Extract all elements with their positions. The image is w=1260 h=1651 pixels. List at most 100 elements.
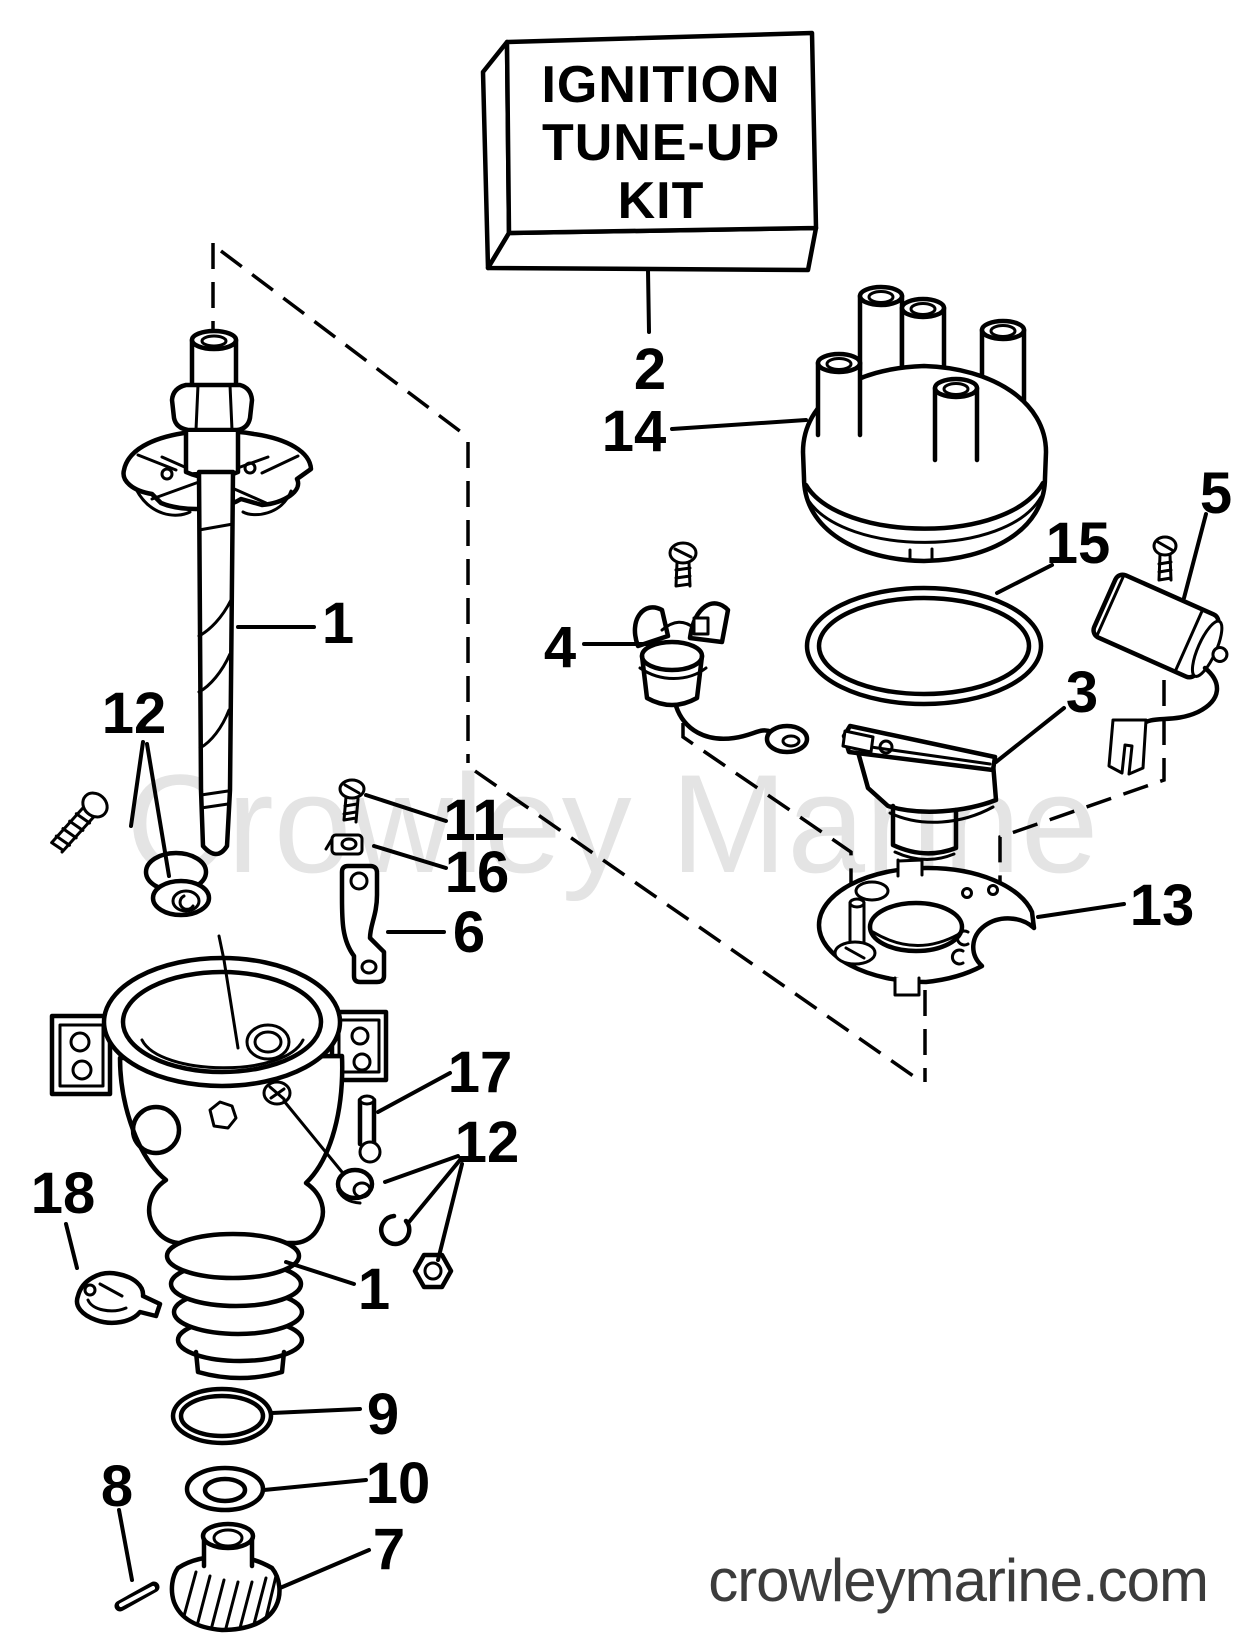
leader-8 [117,1508,134,1582]
left-flange [49,1013,113,1097]
diagram-stroke [193,1349,287,1381]
part-clamp-18 [74,1270,163,1325]
diagram-stroke [69,1031,91,1053]
leader-9 [270,1407,362,1415]
leader-5 [1182,512,1208,600]
part-screw-11 [338,778,366,824]
diagram-stroke [987,884,999,896]
diagram-stroke [989,324,1017,338]
part-distributor-cap [800,284,1049,564]
callout-9-16[interactable]: 9 [367,1382,399,1447]
kit-box-label-line3: KIT [618,172,705,230]
callout-18-14[interactable]: 18 [31,1161,96,1226]
callout-1-0[interactable]: 1 [322,591,354,656]
callout-7-19[interactable]: 7 [373,1517,405,1582]
callout-16-10[interactable]: 16 [445,840,510,905]
part-o-ring-9 [170,1386,274,1446]
diagram-stroke [893,850,956,861]
diagram-stroke [335,1167,375,1201]
condenser-wire [1137,665,1220,729]
diagram-stroke [81,791,109,819]
part-washer-10 [184,1465,266,1513]
leader-2 [646,268,651,334]
diagram-stroke [171,889,201,913]
diagram-stroke [867,290,895,304]
part-screw-12 [50,791,109,854]
callout-12-8[interactable]: 12 [102,681,167,746]
diagram-stroke [896,858,924,878]
dashed-line [998,680,1166,895]
condenser-bracket [1107,718,1148,776]
cap-tower [815,351,863,438]
diagram-stroke [194,383,234,432]
part-lock-washer-12b [379,1213,412,1247]
diagram-stroke [200,1521,256,1551]
callout-8-18[interactable]: 8 [101,1454,133,1519]
leader-12b [436,1162,464,1262]
callout-12-13[interactable]: 12 [455,1110,520,1175]
diagram-stroke [899,860,921,874]
diagram-stroke [890,803,959,856]
diagram-stroke [200,334,228,348]
callout-17-12[interactable]: 17 [448,1040,513,1105]
diagram-stroke [324,837,334,851]
diagram-stroke [360,959,378,975]
diagram-stroke [83,1283,97,1297]
diagram-stroke [1174,609,1204,672]
callout-5-5[interactable]: 5 [1200,461,1232,526]
tune-up-kit-box: IGNITION TUNE-UP KIT [480,30,819,273]
assembly-line [282,1099,344,1174]
diagram-stroke [352,1181,372,1199]
diagram-stroke [1091,572,1229,680]
callout-11-9[interactable]: 11 [443,788,504,853]
part-pin-17 [357,1094,382,1164]
callout-10-17[interactable]: 10 [366,1451,431,1516]
diagram-stroke [379,1213,412,1247]
callout-13-7[interactable]: 13 [1130,873,1195,938]
cap-tower [932,376,980,463]
part-bushing-12 [143,850,212,918]
leader-14 [670,418,808,431]
diagram-stroke [893,976,921,997]
part-distributor-body [49,934,389,1381]
callout-4-3[interactable]: 4 [544,615,576,680]
diagram-stroke [871,930,961,947]
diagram-stroke [844,946,866,960]
leader-13 [1036,902,1126,919]
callout-6-11[interactable]: 6 [453,900,485,965]
diagram-stroke [199,789,230,810]
diagram-stroke [692,616,710,636]
diagram-stroke [932,385,980,463]
diagram-stroke [803,480,1046,531]
diagram-stroke [74,1270,163,1325]
diagram-stroke [674,561,692,588]
dashed-line [681,723,853,897]
diagram-stroke [896,978,918,992]
diagram-stroke [182,1570,278,1630]
kit-box-label-line1: IGNITION [541,56,780,114]
diagram-stroke [243,461,257,475]
diagram-stroke [58,1023,105,1088]
callout-14-2[interactable]: 14 [602,399,667,464]
callout-3-6[interactable]: 3 [1066,660,1098,725]
diagram-stroke [781,734,801,748]
callout-2-1[interactable]: 2 [634,337,666,402]
diagram-stroke [184,1465,266,1513]
leader-15 [995,563,1054,595]
leader-12b [383,1154,460,1184]
diagram-stroke [197,522,235,532]
points-wire [673,703,775,741]
part-cap-gasket [804,585,1044,707]
diagram-stroke [198,708,231,750]
diagram-stroke [825,357,853,371]
diagram-stroke [638,666,708,680]
callout-1-15[interactable]: 1 [358,1257,390,1322]
leader-11 [364,793,448,823]
body-screw-hole [262,1080,292,1106]
callout-15-4[interactable]: 15 [1046,511,1111,576]
diagram-stroke [217,934,240,1050]
diagram-stroke [253,1030,283,1054]
leader-18 [64,1222,79,1270]
diagram-stroke [358,1140,382,1164]
points-screw [668,541,698,588]
